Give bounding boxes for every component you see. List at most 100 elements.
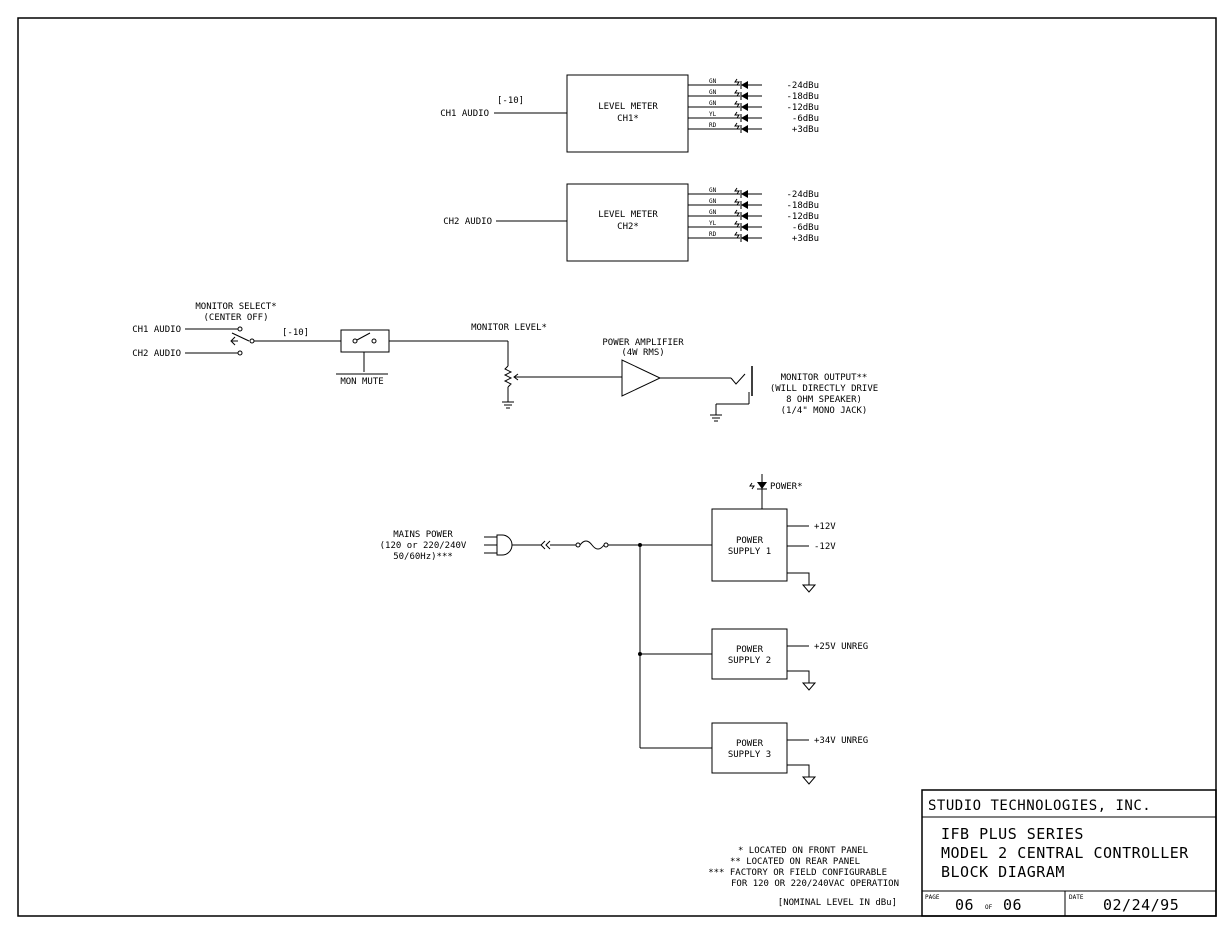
- ground-icon: [787, 572, 810, 585]
- note-line: * LOCATED ON FRONT PANEL: [738, 846, 868, 856]
- monitor-output-jack: [710, 366, 753, 422]
- led-row: GN -12dBu: [688, 100, 819, 113]
- monitor-output-line: (1/4" MONO JACK): [781, 406, 868, 416]
- power-output-label: -12V: [814, 542, 836, 552]
- monitor-level-pot: [502, 341, 622, 409]
- monitor-level-label: MONITOR LEVEL*: [471, 323, 547, 333]
- led-level-label: -24dBu: [786, 190, 819, 200]
- led-color-label: RD: [709, 122, 717, 129]
- led-row: GN -24dBu: [688, 187, 819, 200]
- led-light-icon: [734, 198, 740, 206]
- level-meter-ch2-channel: CH2*: [617, 222, 639, 232]
- led-light-icon: [734, 111, 740, 119]
- led-light-icon: [734, 89, 740, 97]
- led-diode-icon: [741, 212, 748, 220]
- ch2-input-label: CH2 AUDIO: [443, 217, 492, 227]
- note-line: ** LOCATED ON REAR PANEL: [730, 857, 860, 867]
- monitor-output-line: 8 OHM SPEAKER): [786, 395, 862, 405]
- note-line: FOR 120 OR 220/240VAC OPERATION: [731, 879, 899, 889]
- note-line: *** FACTORY OR FIELD CONFIGURABLE: [708, 868, 887, 878]
- notes: * LOCATED ON FRONT PANEL ** LOCATED ON R…: [708, 846, 899, 908]
- title-line: MODEL 2 CENTRAL CONTROLLER: [941, 844, 1189, 862]
- company-name: STUDIO TECHNOLOGIES, INC.: [928, 798, 1151, 814]
- page-number: 06: [955, 896, 974, 914]
- led-diode-icon: [741, 125, 748, 133]
- power-amp-sub: (4W RMS): [621, 348, 664, 358]
- led-diode-icon: [741, 190, 748, 198]
- led-light-icon: [734, 231, 740, 239]
- led-color-label: GN: [709, 89, 717, 96]
- monitor-output-line: (WILL DIRECTLY DRIVE: [770, 384, 878, 394]
- page-caption: PAGE: [925, 894, 940, 901]
- level-meter-ch1-box: [566, 74, 689, 153]
- led-row: YL -6dBu: [688, 220, 819, 233]
- led-row: GN-12dBu: [688, 209, 819, 222]
- led-row: RD+3dBu: [688, 231, 819, 244]
- power-amp-label: POWER AMPLIFIER: [602, 338, 684, 348]
- led-light-icon: [734, 122, 740, 130]
- led-level-label: -6dBu: [792, 114, 819, 124]
- power-supply-line1: POWER: [736, 739, 764, 749]
- power-amp-triangle: [621, 359, 662, 397]
- level-meter-ch2-title: LEVEL METER: [598, 210, 658, 220]
- date-value: 02/24/95: [1103, 896, 1179, 914]
- ch1-input-label: CH1 AUDIO: [440, 109, 489, 119]
- led-color-label: GN: [709, 187, 717, 194]
- mains-plug: [484, 534, 712, 556]
- ground-icon: [787, 670, 810, 683]
- led-color-label: YL: [709, 220, 717, 227]
- led-diode-icon: [741, 114, 748, 122]
- led-diode-icon: [741, 201, 748, 209]
- led-diode-icon: [741, 234, 748, 242]
- ground-icon: [787, 764, 810, 777]
- led-row: YL -6dBu: [688, 111, 819, 124]
- mon-mute-switch: [336, 329, 390, 375]
- mains-power-line: (120 or 220/240V: [380, 541, 467, 551]
- led-light-icon: [734, 209, 740, 217]
- note-line: [NOMINAL LEVEL IN dBu]: [778, 898, 897, 908]
- power-section: MAINS POWER (120 or 220/240V 50/60Hz)***: [380, 474, 868, 785]
- title-line: IFB PLUS SERIES: [941, 825, 1084, 843]
- mon-mute-label: MON MUTE: [340, 377, 383, 387]
- level-meter-ch1-title: LEVEL METER: [598, 102, 658, 112]
- power-output-label: +12V: [814, 522, 836, 532]
- led-color-label: GN: [709, 198, 717, 205]
- led-diode-icon: [741, 223, 748, 231]
- led-row: RD+3dBu: [688, 122, 819, 135]
- led-color-label: GN: [709, 78, 717, 85]
- title-line: BLOCK DIAGRAM: [941, 863, 1065, 881]
- ch1-input-level: [-10]: [497, 96, 524, 106]
- led-row: GN -24dBu: [688, 78, 819, 91]
- led-level-label: -24dBu: [786, 81, 819, 91]
- led-level-label: +3dBu: [792, 234, 819, 244]
- led-level-label: -6dBu: [792, 223, 819, 233]
- led-color-label: GN: [709, 209, 717, 216]
- power-supply-line2: SUPPLY 1: [728, 547, 771, 557]
- power-led-label: POWER*: [770, 482, 803, 492]
- led-level-label: -12dBu: [786, 103, 819, 113]
- mains-power-line: MAINS POWER: [393, 530, 453, 540]
- led-diode-icon: [741, 92, 748, 100]
- monitor-section: MONITOR SELECT* (CENTER OFF) CH1 AUDIO C…: [132, 302, 878, 422]
- date-caption: DATE: [1069, 894, 1084, 901]
- level-meter-ch2: CH2 AUDIO LEVEL METER CH2* GN-24dBuGN-18…: [443, 183, 819, 262]
- led-light-icon: [734, 78, 740, 86]
- led-light-icon: [734, 100, 740, 108]
- led-light-icon: [734, 220, 740, 228]
- level-meter-ch1-channel: CH1*: [617, 114, 639, 124]
- monitor-select-switch: [185, 326, 341, 356]
- led-diode-icon: [741, 103, 748, 111]
- led-color-label: GN: [709, 100, 717, 107]
- monitor-output-label: MONITOR OUTPUT** (WILL DIRECTLY DRIVE 8 …: [770, 373, 878, 416]
- monitor-ch1-label: CH1 AUDIO: [132, 325, 181, 335]
- monitor-select-sub: (CENTER OFF): [203, 313, 268, 323]
- monitor-level-tag: [-10]: [282, 328, 309, 338]
- monitor-select-label: MONITOR SELECT*: [195, 302, 276, 312]
- led-color-label: YL: [709, 111, 717, 118]
- level-meter-ch2-box: [566, 183, 689, 262]
